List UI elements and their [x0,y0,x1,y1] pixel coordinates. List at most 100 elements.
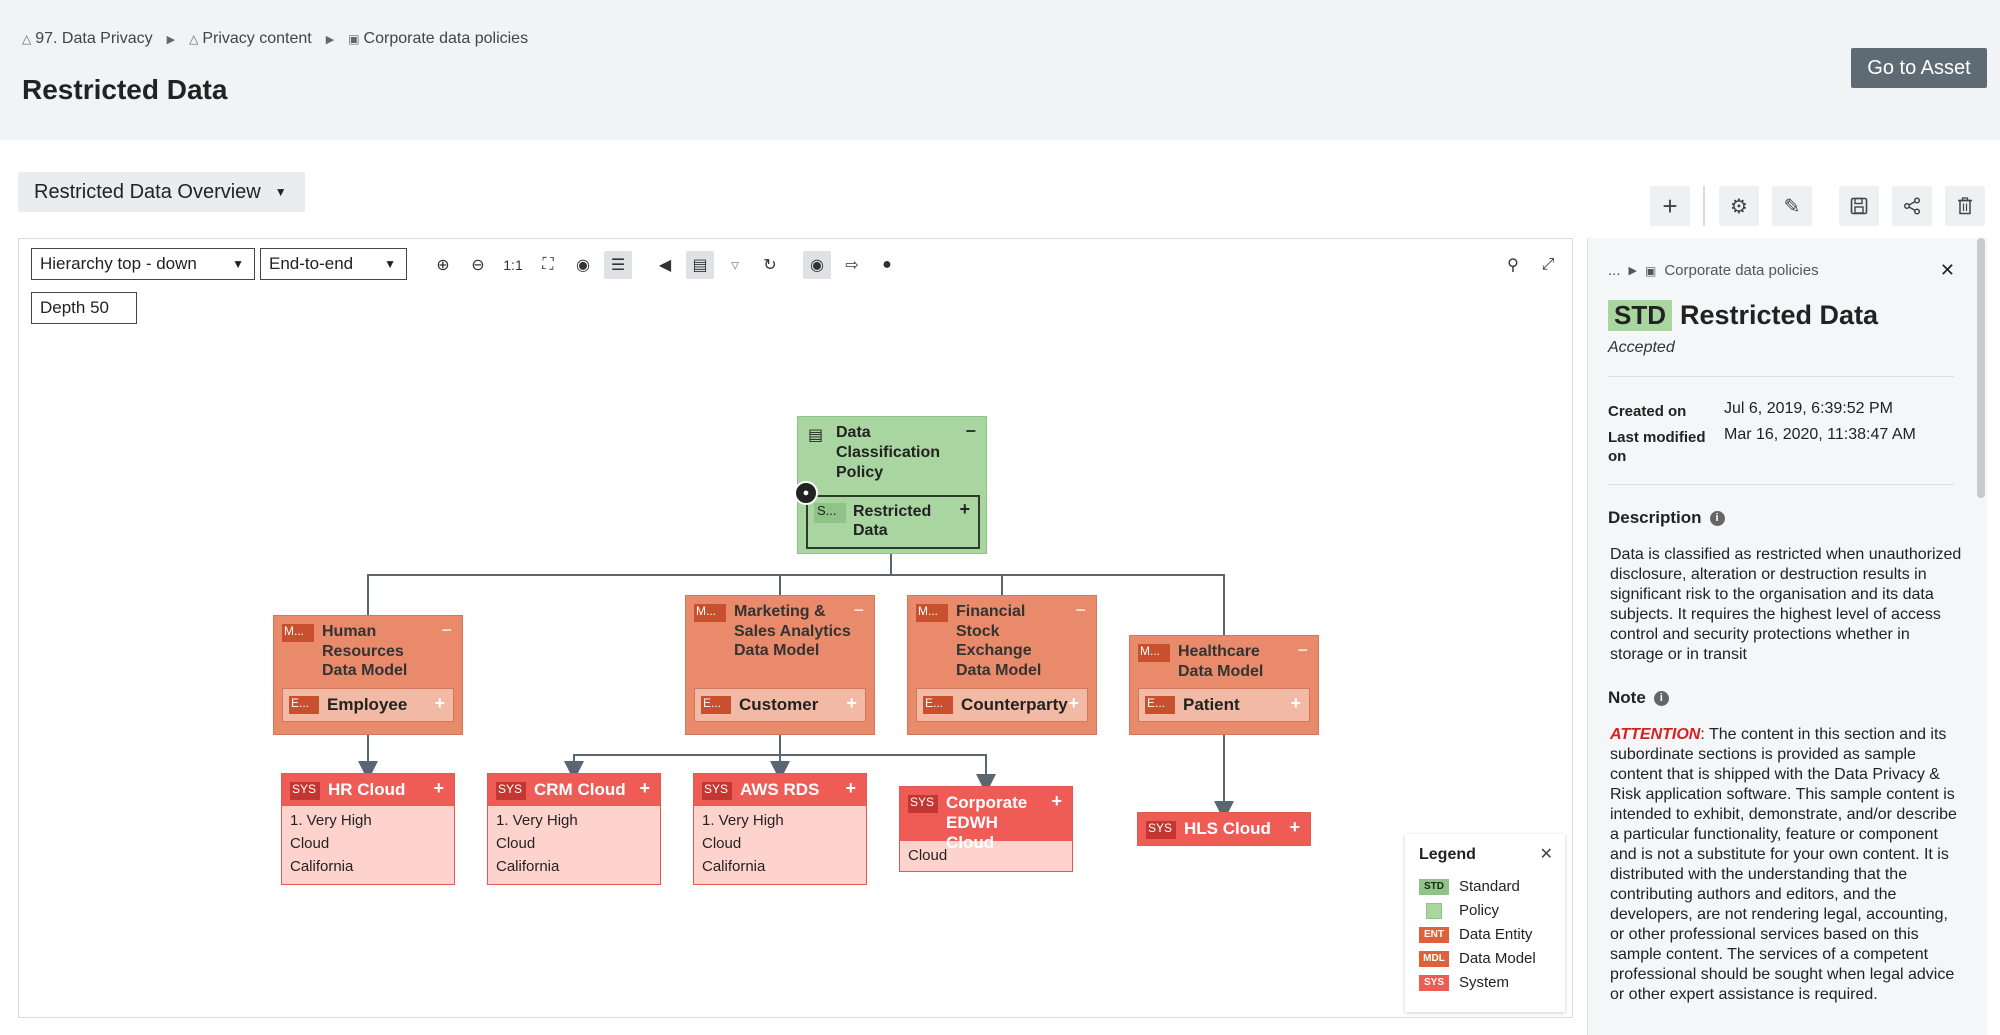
domain-icon: ▣ [1644,263,1657,278]
system-property: Cloud [908,847,948,864]
camera-icon[interactable]: ● [882,256,892,273]
panel-scrollbar[interactable] [1977,238,1985,498]
export-icon[interactable]: ⇨ [845,257,859,274]
delete-button[interactable] [1945,186,1985,226]
breadcrumb-more[interactable]: ... [1608,262,1621,279]
breadcrumb-item-corporate-data-policies[interactable]: ▣ Corporate data policies [348,30,529,47]
policy-title: Data Classification Policy [836,424,941,481]
collapse-icon[interactable]: − [1075,600,1086,620]
collapse-icon[interactable]: − [853,600,864,620]
go-to-asset-button[interactable]: Go to Asset [1851,48,1987,88]
policy-node[interactable]: ▤ Data Classification Policy − S... Rest… [794,416,987,554]
system-property: California [496,858,560,875]
view-selector[interactable]: Restricted Data Overview ▼ [18,172,305,212]
expand-icon[interactable]: + [846,693,857,713]
compass-icon[interactable]: ◉ [576,257,590,274]
community-icon: △ [189,32,199,46]
caret-down-icon: ▼ [384,257,396,271]
settings-button[interactable]: ⚙ [1719,186,1759,226]
entity-node-customer[interactable]: E... Customer + [694,688,866,722]
system-tag: SYS [496,782,526,800]
page-title: Restricted Data [22,74,228,105]
last-modified-label-cont: on [1608,448,1627,465]
data-model-title: Healthcare Data Model [1178,643,1264,680]
entity-node-counterparty[interactable]: E... Counterparty + [916,688,1088,722]
share-button[interactable] [1892,186,1932,226]
label-icon[interactable]: ◀ [658,257,672,274]
entity-node-patient[interactable]: E... Patient + [1138,688,1310,722]
legend-swatch: ENT [1419,926,1449,943]
description-text: Data is classified as restricted when un… [1610,546,1962,663]
legend-panel: Legend ✕ STD Standard Policy ENT Data En… [1405,834,1565,1012]
standard-node[interactable]: S... Restricted Data + [806,495,980,549]
scope-select[interactable]: End-to-end ▼ [260,248,407,280]
entity-node-employee[interactable]: E... Employee + [282,688,454,722]
depth-input[interactable]: Depth 50 [31,292,137,324]
collapse-icon[interactable]: − [1297,640,1308,660]
zoom-reset-button[interactable]: 1:1 [503,257,523,273]
fullscreen-icon[interactable]: ⤢ [1541,256,1555,273]
document-icon[interactable]: ▤ [686,251,714,279]
system-label: AWS RDS [740,780,820,799]
system-property: Cloud [702,835,742,852]
system-node-corporate-edwh-cloud[interactable]: SYS Corporate EDWH Cloud + Cloud [899,786,1073,872]
pencil-icon: ✎ [1783,195,1801,218]
filter-icon[interactable]: ▿ [730,257,740,274]
data-model-node-marketing[interactable]: M... Marketing & Sales Analytics Data Mo… [685,595,875,735]
note-attention: ATTENTION [1610,726,1701,743]
system-node-aws-rds[interactable]: SYS AWS RDS + 1. Very High Cloud Califor… [693,773,867,885]
breadcrumb-item-privacy-content[interactable]: △ Privacy content [189,30,312,47]
eye-icon[interactable]: ◉ [803,251,831,279]
zoom-out-icon[interactable]: ⊖ [471,257,485,274]
panel-breadcrumb-item[interactable]: Corporate data policies [1664,262,1819,279]
data-model-title: Marketing & Sales Analytics Data Model [734,603,851,659]
legend-swatch: STD [1419,878,1449,895]
edit-button[interactable]: ✎ [1772,186,1812,226]
expand-icon[interactable]: + [433,778,444,798]
system-node-hls-cloud[interactable]: SYS HLS Cloud + [1137,812,1311,846]
system-tag: SYS [1146,821,1176,839]
info-icon[interactable]: i [1709,510,1725,526]
expand-icon[interactable]: + [434,693,445,713]
zoom-in-icon[interactable]: ⊕ [436,257,450,274]
info-icon[interactable]: i [1653,690,1669,706]
system-tag: SYS [908,795,938,813]
panel-title: Restricted Data [1680,300,1879,330]
expand-icon[interactable]: + [1290,693,1301,713]
data-model-node-healthcare[interactable]: M... Healthcare Data Model − E... Patien… [1129,635,1319,735]
policy-icon [1426,902,1442,919]
close-icon[interactable]: ✕ [1539,846,1553,863]
expand-icon[interactable]: + [959,499,970,519]
save-button[interactable] [1839,186,1879,226]
list-icon[interactable]: ☰ [604,251,632,279]
data-model-node-hr[interactable]: M... Human Resources Data Model − E... E… [273,615,463,735]
legend-item-policy: Policy [1419,902,1499,919]
expand-icon[interactable]: + [845,778,856,798]
add-button[interactable]: + [1650,186,1690,226]
expand-icon[interactable]: + [1068,693,1079,713]
data-model-node-financial[interactable]: M... Financial Stock Exchange Data Model… [907,595,1097,735]
system-node-crm-cloud[interactable]: SYS CRM Cloud + 1. Very High Cloud Calif… [487,773,661,885]
description-heading: Description i [1608,508,1725,528]
collapse-icon[interactable]: − [441,620,452,640]
breadcrumb-item-data-privacy[interactable]: △ 97. Data Privacy [22,30,153,47]
chevron-right-icon: ▶ [166,33,176,46]
refresh-icon[interactable]: ↻ [763,257,777,274]
search-icon[interactable]: ⚲ [1507,257,1519,274]
trash-icon [1958,197,1972,215]
status-label: Accepted [1608,339,1675,356]
legend-label: Standard [1459,878,1520,895]
legend-swatch: MDL [1419,950,1449,967]
system-node-hr-cloud[interactable]: SYS HR Cloud + 1. Very High Cloud Califo… [281,773,455,885]
system-property: California [702,858,766,875]
panel-breadcrumb: ... ▶ ▣ Corporate data policies [1608,262,1819,279]
edge-customer-crm [564,754,780,781]
expand-icon[interactable]: + [1051,791,1062,811]
graph-canvas[interactable]: Hierarchy top - down ▼ End-to-end ▼ ⊕ ⊖ … [18,238,1573,1018]
collapse-icon[interactable]: − [965,421,976,441]
expand-icon[interactable]: + [639,778,650,798]
fit-screen-icon[interactable]: ⛶ [542,256,554,273]
layout-select[interactable]: Hierarchy top - down ▼ [31,248,255,280]
close-icon[interactable]: ✕ [1939,260,1955,280]
expand-icon[interactable]: + [1289,817,1300,837]
